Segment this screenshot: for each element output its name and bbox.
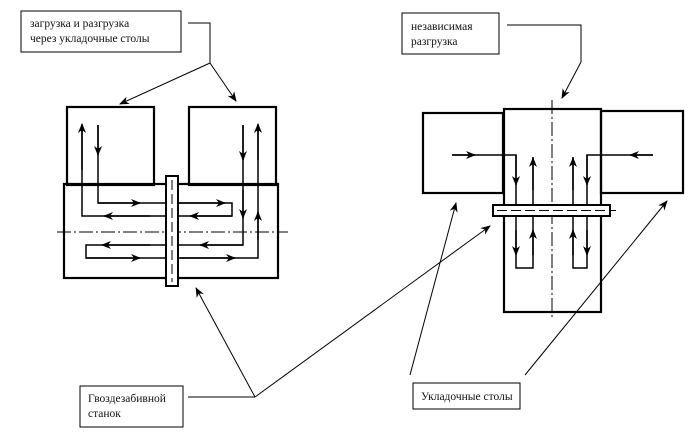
leader-independent-unload	[507, 24, 582, 62]
callout-load-unload: загрузка и разгрузка через укладочные ст…	[20, 10, 182, 53]
callout-stacking-tables: Укладочные столы	[412, 382, 521, 410]
leader-load-unload	[188, 22, 211, 63]
callout-nailing-machine: Гвоздезабивной станок	[79, 385, 184, 428]
leader-arrow-stacking-right	[524, 200, 668, 376]
flow-arrows	[78, 123, 262, 262]
layout-left	[57, 105, 288, 287]
svg-text:загрузка и разгрузка: загрузка и разгрузка	[30, 18, 129, 30]
leader-arrow-left-table	[119, 62, 211, 105]
svg-text:Укладочные столы: Укладочные столы	[421, 391, 513, 403]
callout-independent-unload: независимая разгрузка	[401, 12, 500, 55]
leader-arrow-unload	[561, 61, 582, 99]
leader-arrow-machine-right	[254, 225, 491, 398]
nailing-machine-bar-2	[492, 204, 611, 217]
layout-right	[421, 100, 685, 320]
stacking-table-right	[187, 105, 278, 187]
svg-text:станок: станок	[88, 408, 121, 420]
leader-arrow-machine-left	[195, 287, 256, 398]
leader-arrow-stacking-left	[409, 202, 458, 376]
flow-arrows-2	[452, 151, 653, 269]
stacking-table-left-2	[421, 111, 505, 195]
leader-arrow-right-table	[209, 62, 237, 102]
svg-text:через укладочные столы: через укладочные столы	[30, 33, 150, 45]
svg-text:независимая: независимая	[411, 21, 473, 33]
stacking-table-left	[65, 105, 156, 187]
svg-text:Гвоздезабивной: Гвоздезабивной	[88, 393, 166, 405]
svg-text:разгрузка: разгрузка	[411, 36, 458, 48]
stacking-table-right-2	[599, 109, 685, 195]
leader-lines	[119, 22, 668, 398]
